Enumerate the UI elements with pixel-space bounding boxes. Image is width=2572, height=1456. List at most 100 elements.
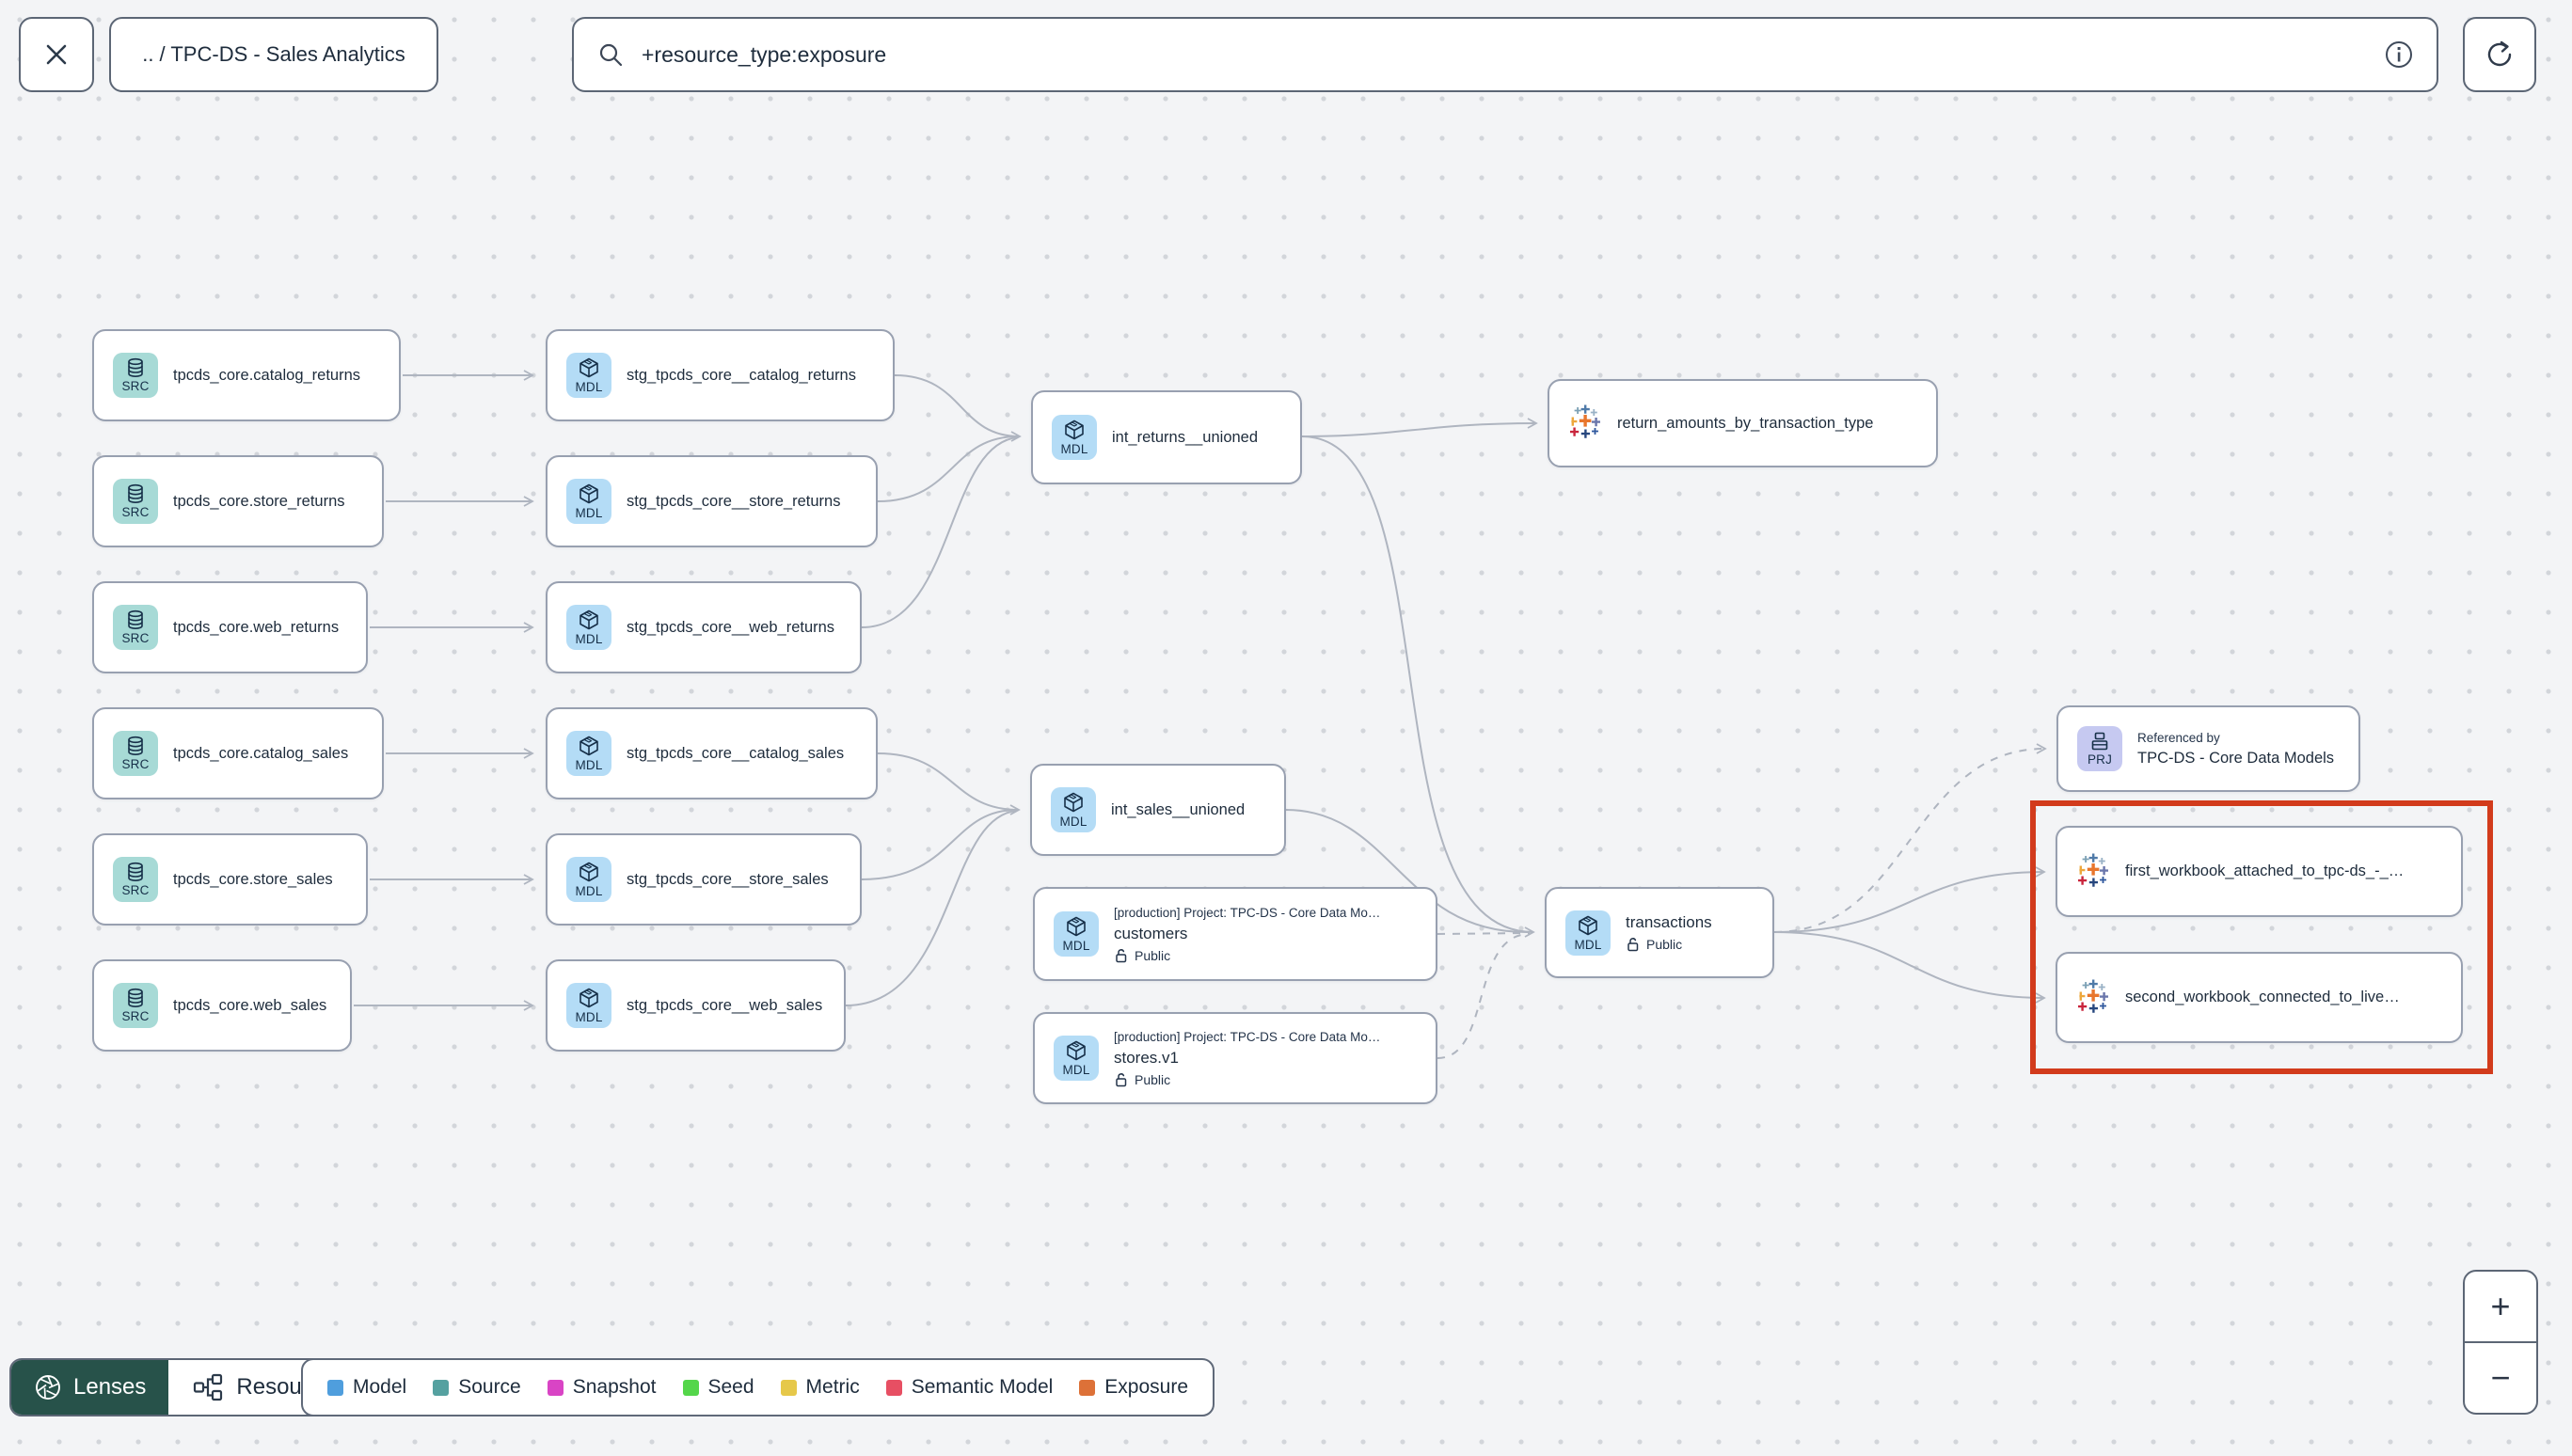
node-label: stg_tpcds_core__store_sales [627,870,829,888]
node-int-sales-unioned[interactable]: MDL int_sales__unioned [1030,764,1286,856]
node-stg-catalog-returns[interactable]: MDL stg_tpcds_core__catalog_returns [546,329,895,421]
referenced-by-caption: Referenced by [2137,730,2220,745]
legend-swatch [1079,1379,1096,1396]
node-label: stg_tpcds_core__catalog_sales [627,744,845,762]
model-cube-icon [578,356,600,379]
breadcrumb-label: .. / TPC-DS - Sales Analytics [142,42,405,66]
node-label: second_workbook_connected_to_live… [2125,989,2400,1005]
node-source-store-sales[interactable]: SRC tpcds_core.store_sales [92,833,368,926]
close-button[interactable] [19,17,94,92]
node-exposure-second-workbook[interactable]: second_workbook_connected_to_live… [2056,952,2463,1043]
node-stg-store-returns[interactable]: MDL stg_tpcds_core__store_returns [546,455,878,547]
node-stg-web-returns[interactable]: MDL stg_tpcds_core__web_returns [546,581,862,673]
legend-label: Snapshot [572,1376,657,1398]
node-source-store-returns[interactable]: SRC tpcds_core.store_returns [92,455,384,547]
node-referenced-by-project[interactable]: PRJ Referenced by TPC-DS - Core Data Mod… [2056,705,2360,792]
public-lock-icon [1114,948,1128,963]
node-label: transactions [1626,913,1712,931]
legend-swatch [780,1379,797,1396]
model-badge: MDL [566,479,611,524]
project-badge: PRJ [2077,726,2122,771]
model-cube-icon [1577,914,1599,937]
close-icon [42,40,71,69]
source-badge: SRC [113,731,158,776]
node-int-returns-unioned[interactable]: MDL int_returns__unioned [1031,390,1302,484]
node-project-label: [production] Project: TPC-DS - Core Data… [1114,905,1381,920]
node-label: int_returns__unioned [1112,428,1259,446]
model-cube-icon [578,987,600,1009]
source-badge: SRC [113,983,158,1028]
legend-item-semantic-model: Semantic Model [885,1376,1054,1399]
legend-item-seed: Seed [682,1376,754,1399]
zoom-out-button[interactable]: − [2490,1358,2511,1397]
model-badge: MDL [1565,910,1611,956]
node-label: tpcds_core.store_sales [173,870,333,888]
legend-item-metric: Metric [780,1376,860,1399]
model-cube-icon [578,609,600,631]
lenses-label: Lenses [73,1374,147,1400]
public-lock-icon [1114,1072,1128,1087]
model-badge: MDL [1054,1036,1099,1081]
source-badge: SRC [113,605,158,650]
node-source-catalog-sales[interactable]: SRC tpcds_core.catalog_sales [92,707,384,799]
zoom-in-button[interactable]: + [2490,1287,2511,1325]
public-lock-icon [1626,937,1640,952]
node-stg-store-sales[interactable]: MDL stg_tpcds_core__store_sales [546,833,862,926]
database-icon [125,736,146,756]
node-label: tpcds_core.catalog_sales [173,744,349,762]
node-model-transactions[interactable]: MDL transactions Public [1545,887,1774,978]
info-icon[interactable] [2384,40,2414,70]
search-input[interactable] [640,40,2369,69]
search-bar [572,17,2438,92]
node-label: stg_tpcds_core__web_returns [627,618,835,636]
node-stg-web-sales[interactable]: MDL stg_tpcds_core__web_sales [546,959,846,1052]
node-exposure-return-amounts[interactable]: return_amounts_by_transaction_type [1548,379,1938,467]
model-badge: MDL [566,983,611,1028]
node-label: stg_tpcds_core__web_sales [627,996,823,1014]
node-model-customers[interactable]: MDL [production] Project: TPC-DS - Core … [1033,887,1437,981]
legend-swatch [682,1379,699,1396]
node-stg-catalog-sales[interactable]: MDL stg_tpcds_core__catalog_sales [546,707,878,799]
source-badge: SRC [113,353,158,398]
database-icon [125,609,146,630]
model-badge: MDL [1051,787,1096,832]
node-source-web-returns[interactable]: SRC tpcds_core.web_returns [92,581,368,673]
aperture-icon [34,1373,62,1401]
breadcrumb[interactable]: .. / TPC-DS - Sales Analytics [109,17,438,92]
refresh-icon [2483,38,2516,71]
source-badge: SRC [113,857,158,902]
legend-item-snapshot: Snapshot [547,1376,657,1399]
node-label: int_sales__unioned [1111,800,1246,818]
model-badge: MDL [566,731,611,776]
node-label: tpcds_core.web_sales [173,996,327,1014]
database-icon [125,862,146,882]
model-badge: MDL [566,353,611,398]
legend-swatch [885,1379,902,1396]
tableau-icon [1568,404,1602,443]
node-model-stores-v1[interactable]: MDL [production] Project: TPC-DS - Core … [1033,1012,1437,1104]
model-badge: MDL [1054,911,1099,957]
node-source-web-sales[interactable]: SRC tpcds_core.web_sales [92,959,352,1052]
zoom-controls: + − [2463,1270,2538,1415]
model-badge: MDL [1052,415,1097,460]
database-icon [125,357,146,378]
lenses-button[interactable]: Lenses [11,1360,169,1415]
node-exposure-first-workbook[interactable]: first_workbook_attached_to_tpc-ds_-_… [2056,826,2463,917]
node-label: customers [1114,924,1188,942]
model-cube-icon [1065,1039,1088,1062]
legend-label: Metric [805,1376,860,1398]
node-label: return_amounts_by_transaction_type [1617,414,1874,432]
model-cube-icon [1063,419,1086,441]
legend-label: Seed [707,1376,754,1398]
legend-label: Semantic Model [911,1376,1054,1398]
node-project-label: [production] Project: TPC-DS - Core Data… [1114,1029,1381,1044]
node-label: TPC-DS - Core Data Models [2137,749,2335,767]
node-source-catalog-returns[interactable]: SRC tpcds_core.catalog_returns [92,329,401,421]
model-badge: MDL [566,605,611,650]
legend-swatch [547,1379,564,1396]
node-label: tpcds_core.catalog_returns [173,366,361,384]
source-badge: SRC [113,479,158,524]
sitemap-icon [193,1373,223,1401]
refresh-button[interactable] [2463,17,2536,92]
